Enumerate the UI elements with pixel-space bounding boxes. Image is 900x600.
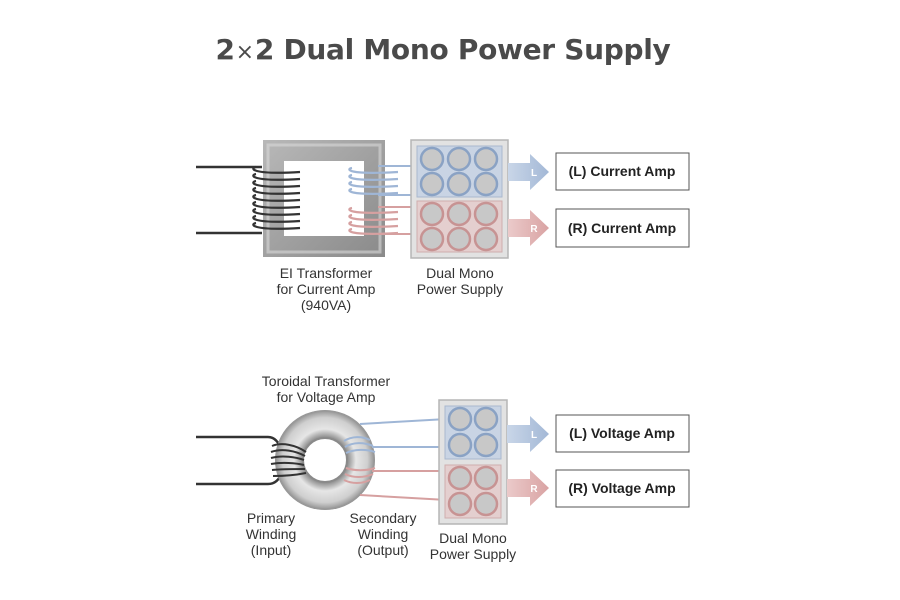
toroidal-transformer — [270, 410, 376, 510]
voltage-left-output-label: (L) Voltage Amp — [569, 425, 675, 441]
ei-caption-line-1: EI Transformer — [280, 265, 373, 281]
primary-caption-line-1: Primary — [247, 510, 295, 526]
toroid-output-wires — [359, 418, 448, 501]
toroidal-transformer-caption: Toroidal Transformer for Voltage Amp — [262, 373, 391, 405]
voltage-right-capacitors — [447, 465, 499, 517]
toroid-input-wires — [196, 435, 284, 486]
toroid-caption-line-2: for Voltage Amp — [277, 389, 376, 405]
current-right-output-label: (R) Current Amp — [568, 220, 676, 236]
current-right-capacitors — [419, 201, 499, 252]
current-dual-mono-supply — [410, 139, 509, 259]
current-left-output-box: (L) Current Amp — [555, 152, 690, 191]
toroid-secondary-winding-left — [343, 436, 376, 454]
ei-caption-line-2: for Current Amp — [277, 281, 376, 297]
secondary-caption-line-3: (Output) — [357, 542, 408, 558]
voltage-left-capacitors — [447, 406, 499, 458]
secondary-caption-line-2: Winding — [358, 526, 409, 542]
toroid-primary-winding — [270, 443, 307, 477]
voltage-supply-caption-line-2: Power Supply — [430, 546, 516, 562]
voltage-left-arrow: L — [507, 416, 549, 452]
current-left-output-label: (L) Current Amp — [569, 163, 676, 179]
page-title: 2×2 Dual Mono Power Supply — [0, 33, 886, 66]
current-supply-caption-line-1: Dual Mono — [426, 265, 494, 281]
voltage-left-output-box: (L) Voltage Amp — [555, 414, 690, 453]
ei-primary-winding — [252, 165, 301, 230]
voltage-left-channel-label: L — [531, 430, 537, 441]
primary-winding-caption: Primary Winding (Input) — [246, 510, 297, 558]
ei-input-wires — [196, 165, 262, 235]
current-left-capacitors — [419, 146, 499, 197]
voltage-right-output-box: (R) Voltage Amp — [555, 469, 690, 508]
current-amp-section: L R (L) Current Amp (R) Current Amp EI T… — [196, 139, 690, 313]
title-text: Dual Mono Power Supply — [283, 33, 671, 66]
secondary-winding-caption: Secondary Winding (Output) — [350, 510, 417, 558]
voltage-dual-mono-supply — [438, 399, 508, 525]
current-right-arrow: R — [508, 210, 549, 246]
voltage-supply-caption-line-1: Dual Mono — [439, 530, 507, 546]
title-num-b: 2 — [254, 33, 274, 66]
voltage-supply-caption: Dual Mono Power Supply — [430, 530, 516, 562]
toroid-caption-line-1: Toroidal Transformer — [262, 373, 391, 389]
voltage-right-channel-label: R — [530, 484, 538, 495]
current-left-channel-label: L — [531, 168, 537, 179]
primary-caption-line-3: (Input) — [251, 542, 291, 558]
current-supply-caption: Dual Mono Power Supply — [417, 265, 503, 297]
current-right-output-box: (R) Current Amp — [555, 208, 690, 248]
voltage-right-output-label: (R) Voltage Amp — [568, 480, 675, 496]
primary-caption-line-2: Winding — [246, 526, 297, 542]
ei-transformer — [252, 140, 399, 257]
current-left-arrow: L — [508, 154, 549, 190]
toroid-secondary-winding-right — [343, 467, 376, 484]
secondary-caption-line-1: Secondary — [350, 510, 417, 526]
current-supply-caption-line-2: Power Supply — [417, 281, 503, 297]
current-right-channel-label: R — [530, 224, 538, 235]
title-num-a: 2 — [215, 33, 235, 66]
voltage-amp-section: Toroidal Transformer for Voltage Amp — [196, 373, 690, 562]
ei-caption-line-3: (940VA) — [301, 297, 351, 313]
ei-transformer-caption: EI Transformer for Current Amp (940VA) — [277, 265, 376, 313]
ei-secondary-winding-left — [348, 166, 399, 195]
voltage-right-arrow: R — [507, 470, 549, 506]
title-times: × — [235, 40, 254, 65]
